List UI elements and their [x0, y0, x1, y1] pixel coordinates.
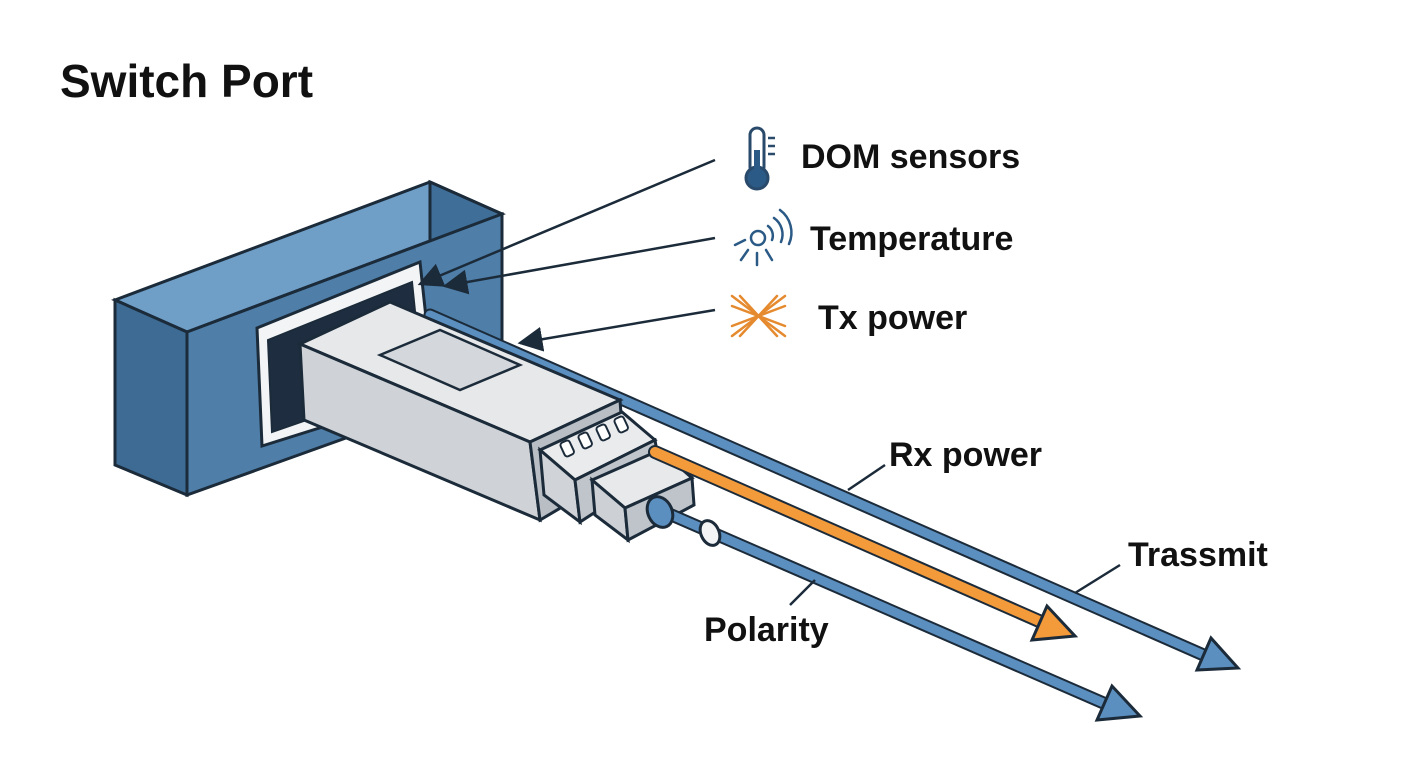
polarity-label: Polarity: [704, 611, 829, 649]
crossed-lines-icon: [730, 294, 787, 338]
trassmit-leader: [1074, 563, 1121, 595]
thermometer-icon: [744, 126, 775, 191]
module-label-area: [376, 328, 524, 392]
polarity-fiber-group: [645, 495, 1144, 722]
tx-power-label: Tx power: [818, 299, 967, 337]
tx-power-leader: [517, 308, 716, 352]
rx-power-label: Rx power: [889, 436, 1042, 474]
transmit-arrowhead: [1194, 635, 1242, 672]
polarity-fiber: [655, 505, 1120, 713]
rx-power-leader: [847, 463, 886, 492]
trassmit-label: Trassmit: [1128, 536, 1268, 574]
polarity-leader: [789, 579, 816, 606]
temperature-leader: [442, 236, 716, 295]
transmit-fiber: [425, 310, 1220, 665]
polarity-arrowhead: [1094, 683, 1144, 722]
rx-fiber: [650, 447, 1060, 633]
sfp-transceiver-module: [296, 300, 696, 544]
dom-sensors-leader: [417, 158, 716, 287]
page-title: Switch Port: [60, 55, 313, 107]
dom-sensors-label: DOM sensors: [801, 138, 1020, 176]
signal-sensor-icon: [733, 208, 793, 267]
rx-arrowhead: [1029, 603, 1079, 642]
temperature-label: Temperature: [810, 220, 1013, 258]
